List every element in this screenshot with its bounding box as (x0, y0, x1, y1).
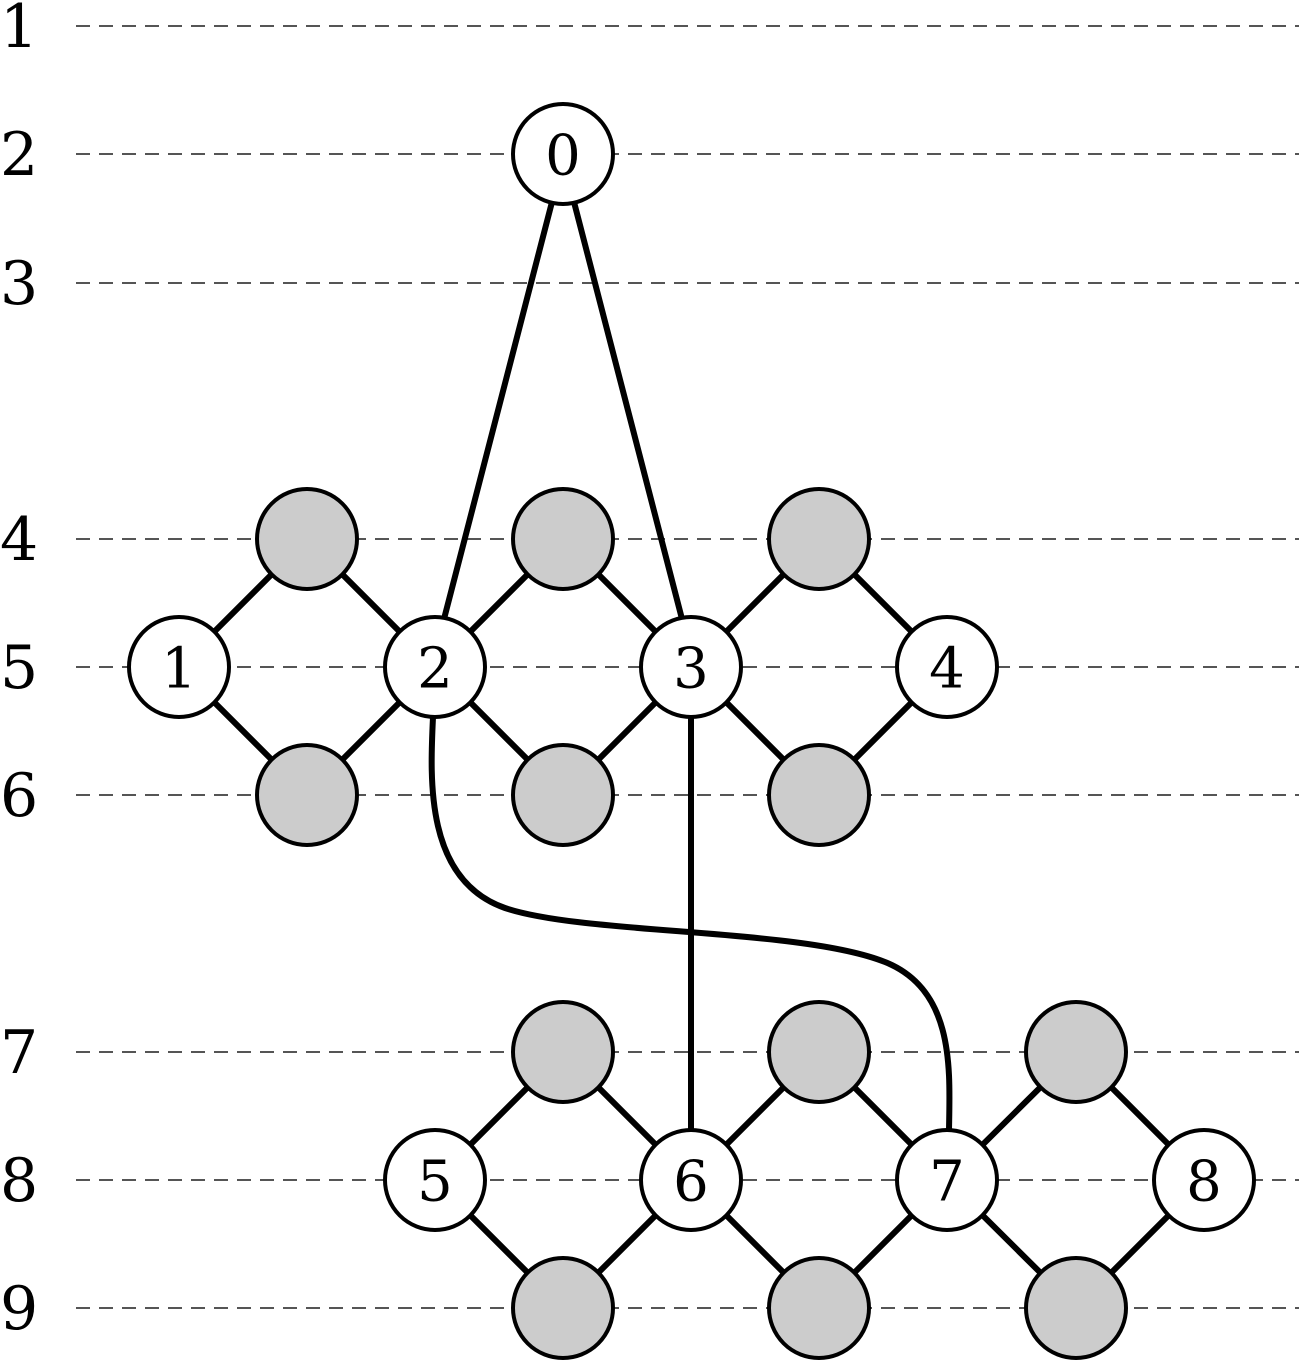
node-circle-g11 (767, 1256, 871, 1360)
node-g11 (767, 1256, 871, 1360)
node-3: 3 (639, 615, 743, 719)
node-circle-g4 (255, 743, 359, 847)
level-label-1: 1 (0, 0, 38, 62)
node-1: 1 (127, 615, 231, 719)
level-labels: 1 2 3 4 5 6 7 8 9 (0, 0, 38, 1344)
edge-0-3 (571, 199, 685, 622)
edge-2-7 (428, 714, 953, 1133)
node-5: 5 (383, 1128, 487, 1232)
node-g10 (511, 1256, 615, 1360)
node-circle-g2 (511, 487, 615, 591)
node-g3 (767, 487, 871, 591)
node-g2 (511, 487, 615, 591)
node-7: 7 (895, 1128, 999, 1232)
node-0: 0 (511, 102, 615, 206)
node-g8 (767, 1000, 871, 1104)
node-g5 (511, 743, 615, 847)
node-circle-8 (1152, 1128, 1256, 1232)
node-g1 (255, 487, 359, 591)
node-circle-0 (511, 102, 615, 206)
node-6: 6 (639, 1128, 743, 1232)
node-label-0: 0 (545, 124, 581, 189)
edge-0-2 (441, 199, 555, 622)
node-circle-g12 (1024, 1256, 1128, 1360)
node-circle-5 (383, 1128, 487, 1232)
level-label-3: 3 (0, 249, 38, 319)
node-circle-7 (895, 1128, 999, 1232)
node-circle-2 (383, 615, 487, 719)
node-g6 (767, 743, 871, 847)
node-circle-g5 (511, 743, 615, 847)
graph-nodes: 0 1 2 3 4 5 6 7 8 (127, 102, 1256, 1360)
node-label-5: 5 (417, 1150, 453, 1215)
node-circle-1 (127, 615, 231, 719)
node-g12 (1024, 1256, 1128, 1360)
node-circle-6 (639, 1128, 743, 1232)
node-g9 (1024, 1000, 1128, 1104)
node-circle-g6 (767, 743, 871, 847)
node-circle-g1 (255, 487, 359, 591)
node-label-2: 2 (417, 637, 453, 702)
node-label-1: 1 (161, 637, 197, 702)
node-label-3: 3 (673, 637, 709, 702)
level-label-6: 6 (0, 761, 38, 831)
node-circle-g8 (767, 1000, 871, 1104)
level-label-4: 4 (0, 505, 38, 575)
level-label-7: 7 (0, 1018, 38, 1088)
node-circle-g7 (511, 1000, 615, 1104)
node-circle-g9 (1024, 1000, 1128, 1104)
node-4: 4 (895, 615, 999, 719)
level-label-2: 2 (0, 120, 38, 190)
node-circle-g10 (511, 1256, 615, 1360)
node-circle-4 (895, 615, 999, 719)
node-label-8: 8 (1186, 1150, 1222, 1215)
node-8: 8 (1152, 1128, 1256, 1232)
node-label-6: 6 (673, 1150, 709, 1215)
node-label-7: 7 (929, 1150, 965, 1215)
node-circle-3 (639, 615, 743, 719)
level-label-5: 5 (0, 633, 38, 703)
node-g4 (255, 743, 359, 847)
level-label-8: 8 (0, 1146, 38, 1216)
node-2: 2 (383, 615, 487, 719)
level-label-9: 9 (0, 1274, 38, 1344)
node-g7 (511, 1000, 615, 1104)
node-circle-g3 (767, 487, 871, 591)
node-label-4: 4 (929, 637, 965, 702)
